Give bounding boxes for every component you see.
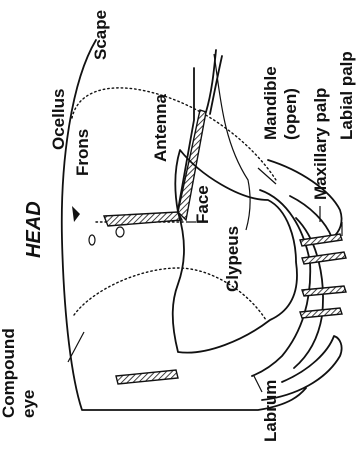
label-ocellus: Ocellus xyxy=(49,89,68,150)
label-labial-palp: Labial palp xyxy=(337,51,356,140)
label-mandible-line1: Mandible xyxy=(261,66,280,140)
labrum-outline xyxy=(252,190,310,376)
label-antenna: Antenna xyxy=(151,93,170,162)
antenna-flagellum xyxy=(206,50,222,114)
ocellus-lower-1 xyxy=(89,235,95,245)
labial-palp-1 xyxy=(302,286,346,296)
antenna-scape xyxy=(104,212,182,226)
label-compound-eye-line1: Compound xyxy=(0,328,18,418)
mandible-upper xyxy=(268,160,342,238)
label-head-title: HEAD xyxy=(23,201,45,258)
label-mandible-line2: (open) xyxy=(281,88,300,140)
antenna-outline xyxy=(214,54,250,230)
ocellus-lower-2 xyxy=(116,227,124,237)
label-maxillary-palp: Maxillary palp xyxy=(311,88,330,200)
label-labrum: Labrum xyxy=(261,380,280,442)
label-face: Face xyxy=(193,185,212,224)
label-scape: Scape xyxy=(91,10,110,60)
antenna-left xyxy=(116,370,178,384)
label-frons: Frons xyxy=(73,129,92,176)
compound-eye-top xyxy=(72,88,276,180)
label-compound-eye: Compound eye xyxy=(0,324,38,418)
ocellus-marker xyxy=(72,206,80,222)
label-compound-eye-line2: eye xyxy=(19,390,38,418)
label-mandible: Mandible (open) xyxy=(261,62,300,140)
label-clypeus: Clypeus xyxy=(223,226,242,292)
maxillary-palp-1 xyxy=(300,234,342,246)
leader-compound-eye xyxy=(68,332,84,362)
